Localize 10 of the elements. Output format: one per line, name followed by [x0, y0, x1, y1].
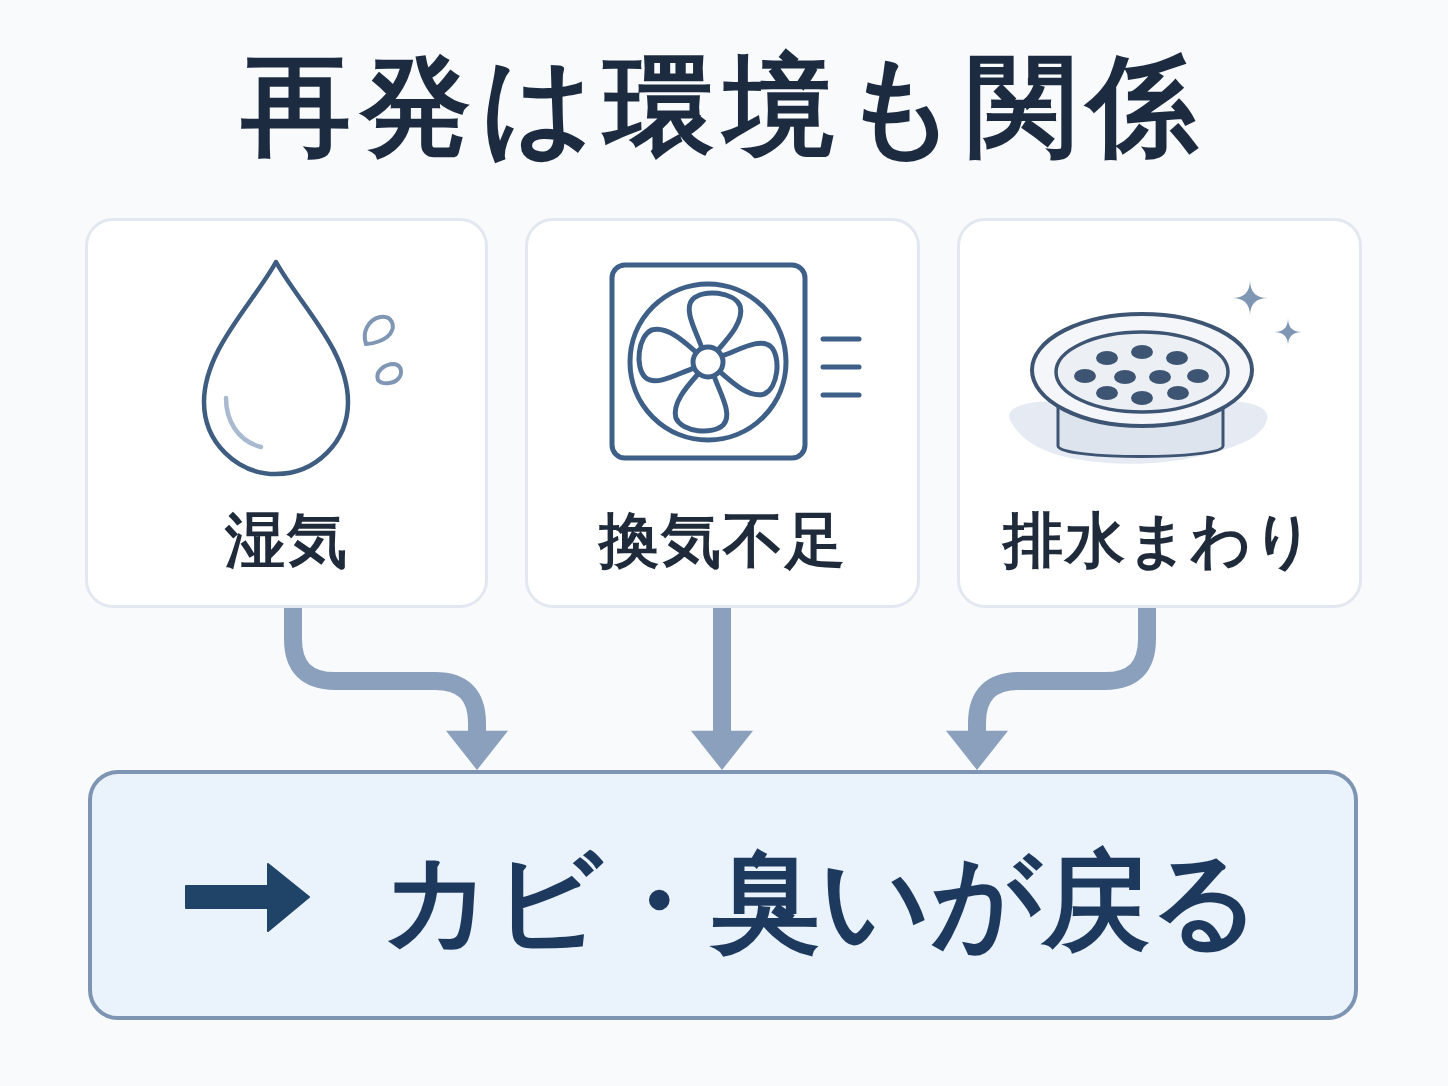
card-label: 換気不足 — [598, 504, 847, 576]
factor-card — [85, 218, 488, 608]
result-text: カビ・臭いが戻る — [382, 837, 1261, 965]
title: 再発は環境も関係 — [241, 41, 1207, 172]
flow-arrow — [691, 608, 753, 770]
card-label: 湿気 — [224, 504, 349, 576]
factor-card — [957, 218, 1362, 608]
factor-card — [525, 218, 920, 608]
card-label: 排水まわり — [1003, 504, 1316, 576]
result-box — [88, 770, 1358, 1020]
